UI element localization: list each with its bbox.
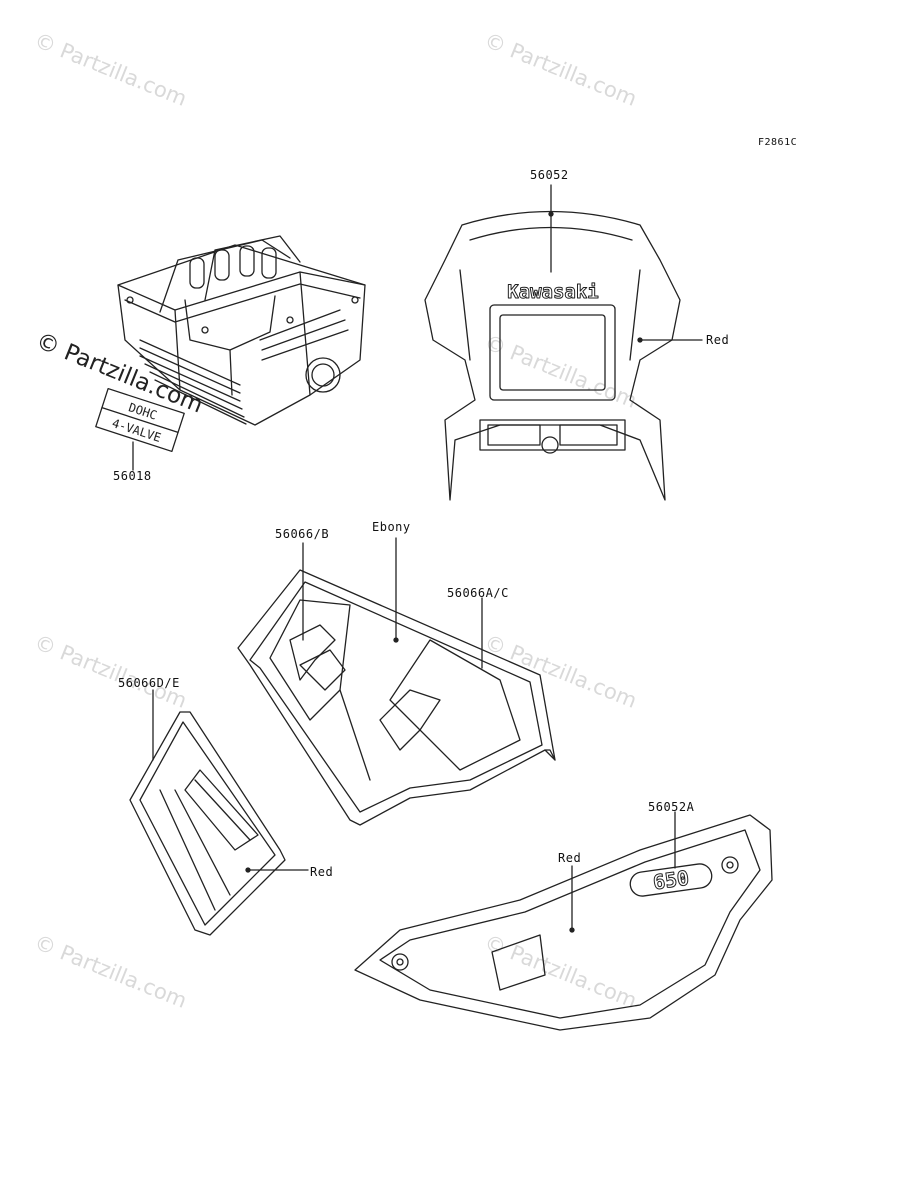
part-number-56018[interactable]: 56018 <box>113 469 152 483</box>
tank-shroud-drawing <box>237 537 556 826</box>
decal-650-text: 650 <box>651 866 690 895</box>
color-label-red-cover: Red <box>558 851 582 865</box>
cylinder-head-drawing: DOHC 4-VALVE <box>95 235 366 471</box>
color-label-red-cowl: Red <box>706 333 730 347</box>
part-number-56066de[interactable]: 56066D/E <box>118 676 180 690</box>
color-label-red-shroud: Red <box>310 865 334 879</box>
front-cowl-drawing: Kawasaki <box>424 184 703 501</box>
part-number-56066b[interactable]: 56066/B <box>275 527 330 541</box>
part-number-56066ac[interactable]: 56066A/C <box>447 586 509 600</box>
side-shroud-drawing <box>129 689 309 936</box>
decal-kawasaki-text: Kawasaki <box>507 281 599 303</box>
part-number-56052a[interactable]: 56052A <box>648 800 695 814</box>
side-cover-drawing: 650 <box>354 811 773 1031</box>
color-label-ebony: Ebony <box>372 520 411 534</box>
part-number-56052[interactable]: 56052 <box>530 168 569 182</box>
figure-code: F2861C <box>758 137 798 148</box>
